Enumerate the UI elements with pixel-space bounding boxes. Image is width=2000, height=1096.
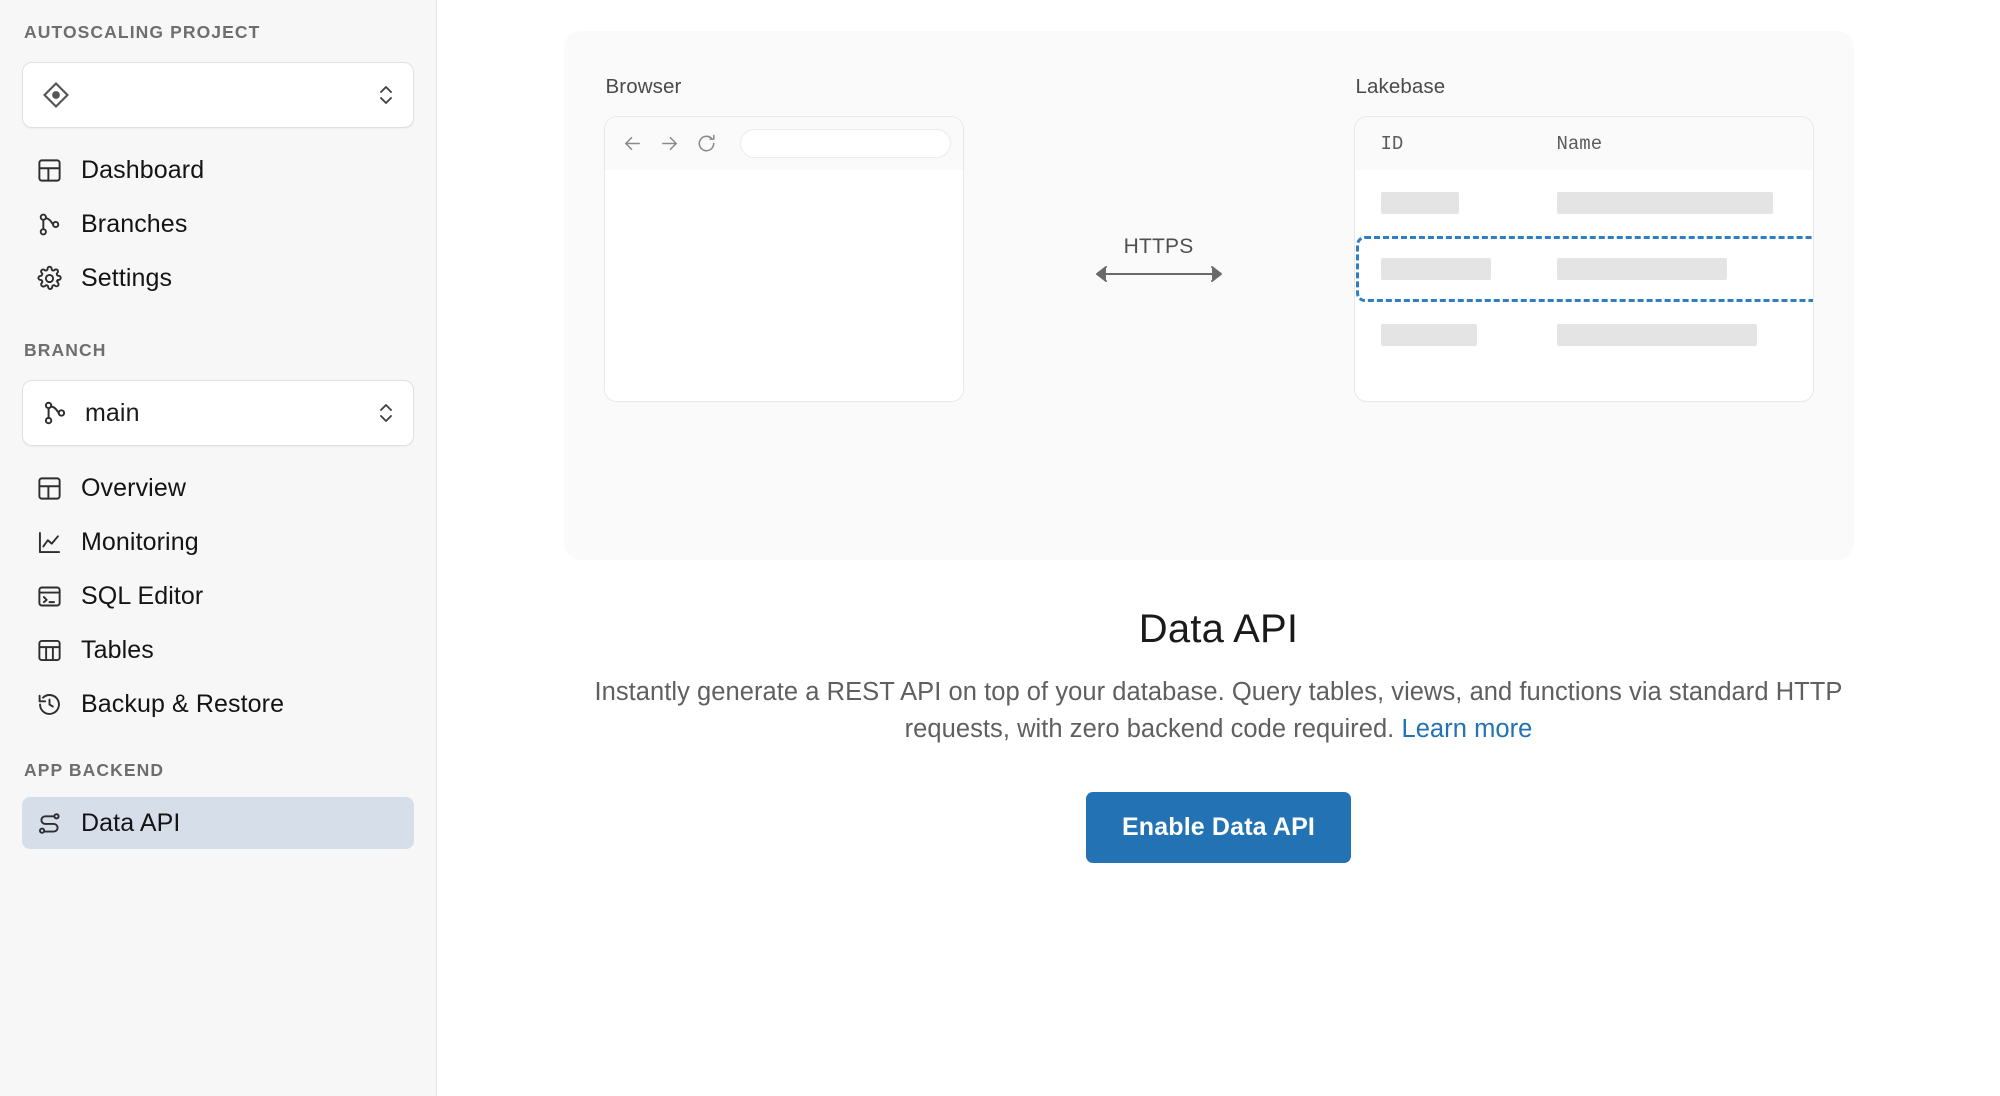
skeleton-cell-id (1380, 324, 1477, 346)
app-backend-section-label: APP BACKEND (24, 760, 165, 780)
sidebar-item-sql-editor[interactable]: SQL Editor (22, 570, 414, 622)
browser-column: Browser (603, 75, 964, 402)
sidebar-item-settings[interactable]: Settings (22, 252, 414, 304)
browser-viewport (604, 170, 963, 401)
browser-mockup (603, 116, 964, 402)
skeleton-cell-id (1380, 258, 1491, 280)
app-backend-nav: Data API (22, 797, 414, 849)
table-body (1355, 170, 1813, 368)
action-area: Enable Data API (564, 791, 1874, 863)
git-branch-icon (36, 211, 66, 238)
table-icon (36, 637, 66, 664)
https-connector: HTTPS (964, 75, 1354, 285)
sidebar-item-label: Overview (81, 473, 186, 502)
back-arrow-icon (621, 132, 644, 155)
sidebar-item-monitoring[interactable]: Monitoring (22, 516, 414, 568)
sidebar-item-backup-restore[interactable]: Backup & Restore (22, 678, 414, 730)
project-diamond-icon (41, 80, 71, 110)
project-selector[interactable] (22, 62, 414, 128)
sidebar-item-label: Settings (81, 263, 173, 292)
bidirectional-arrow-icon (1084, 263, 1234, 285)
sidebar-item-label: SQL Editor (81, 581, 204, 610)
table-header-row: ID Name (1354, 117, 1813, 170)
branch-value: main (71, 399, 375, 428)
sidebar-item-label: Dashboard (81, 155, 205, 184)
browser-url-bar (739, 129, 951, 158)
lakebase-column: Lakebase ID Name (1353, 75, 1814, 402)
table-row (1355, 170, 1813, 236)
terminal-icon (36, 583, 66, 610)
sidebar-item-branches[interactable]: Branches (22, 198, 414, 250)
dashboard-grid-icon (36, 157, 66, 184)
project-section-label: AUTOSCALING PROJECT (24, 22, 261, 42)
branch-name-text: main (85, 398, 140, 427)
page-title: Data API (1138, 607, 1299, 651)
enable-data-api-button[interactable]: Enable Data API (1085, 791, 1352, 863)
page-description: Instantly generate a REST API on top of … (589, 674, 1849, 748)
chevron-updown-icon[interactable] (375, 399, 397, 427)
skeleton-cell-name (1556, 324, 1757, 346)
data-api-flow-icon (36, 810, 66, 837)
browser-toolbar (604, 117, 963, 170)
history-clock-icon (36, 691, 66, 718)
https-label: HTTPS (1123, 235, 1194, 258)
column-header-name: Name (1556, 132, 1603, 155)
git-branch-icon (41, 399, 71, 427)
sidebar-item-data-api[interactable]: Data API (22, 797, 414, 849)
sidebar-item-label: Backup & Restore (81, 689, 285, 718)
skeleton-cell-name (1556, 192, 1773, 214)
lakebase-label: Lakebase (1355, 75, 1446, 98)
sidebar-item-dashboard[interactable]: Dashboard (22, 144, 414, 196)
description-text: Instantly generate a REST API on top of … (594, 678, 1843, 743)
sidebar: AUTOSCALING PROJECT (0, 0, 437, 1096)
reload-icon (695, 132, 718, 155)
branch-nav: Overview Monitoring (22, 462, 414, 730)
learn-more-link[interactable]: Learn more (1401, 714, 1533, 743)
skeleton-cell-id (1380, 192, 1459, 214)
sidebar-item-label: Monitoring (81, 527, 199, 556)
lakebase-table-mockup: ID Name (1353, 116, 1814, 402)
project-nav: Dashboard Branches (22, 144, 414, 304)
skeleton-cell-name (1556, 258, 1727, 280)
branch-selector[interactable]: main (22, 380, 414, 446)
data-api-illustration: Browser (563, 31, 1854, 560)
table-row (1355, 302, 1813, 368)
sidebar-item-tables[interactable]: Tables (22, 624, 414, 676)
sidebar-item-label: Branches (81, 209, 188, 238)
dashboard-grid-icon (36, 475, 66, 502)
sidebar-item-label: Data API (81, 808, 181, 837)
gear-icon (36, 265, 66, 292)
chevron-updown-icon[interactable] (375, 81, 397, 109)
browser-label: Browser (605, 75, 682, 98)
sidebar-item-overview[interactable]: Overview (22, 462, 414, 514)
line-chart-icon (36, 529, 66, 556)
column-header-id: ID (1380, 132, 1404, 155)
forward-arrow-icon (658, 132, 681, 155)
branch-section-label: BRANCH (24, 340, 107, 360)
sidebar-item-label: Tables (81, 635, 154, 664)
main-content: Browser (437, 0, 2000, 1096)
table-row-highlighted (1355, 236, 1813, 302)
